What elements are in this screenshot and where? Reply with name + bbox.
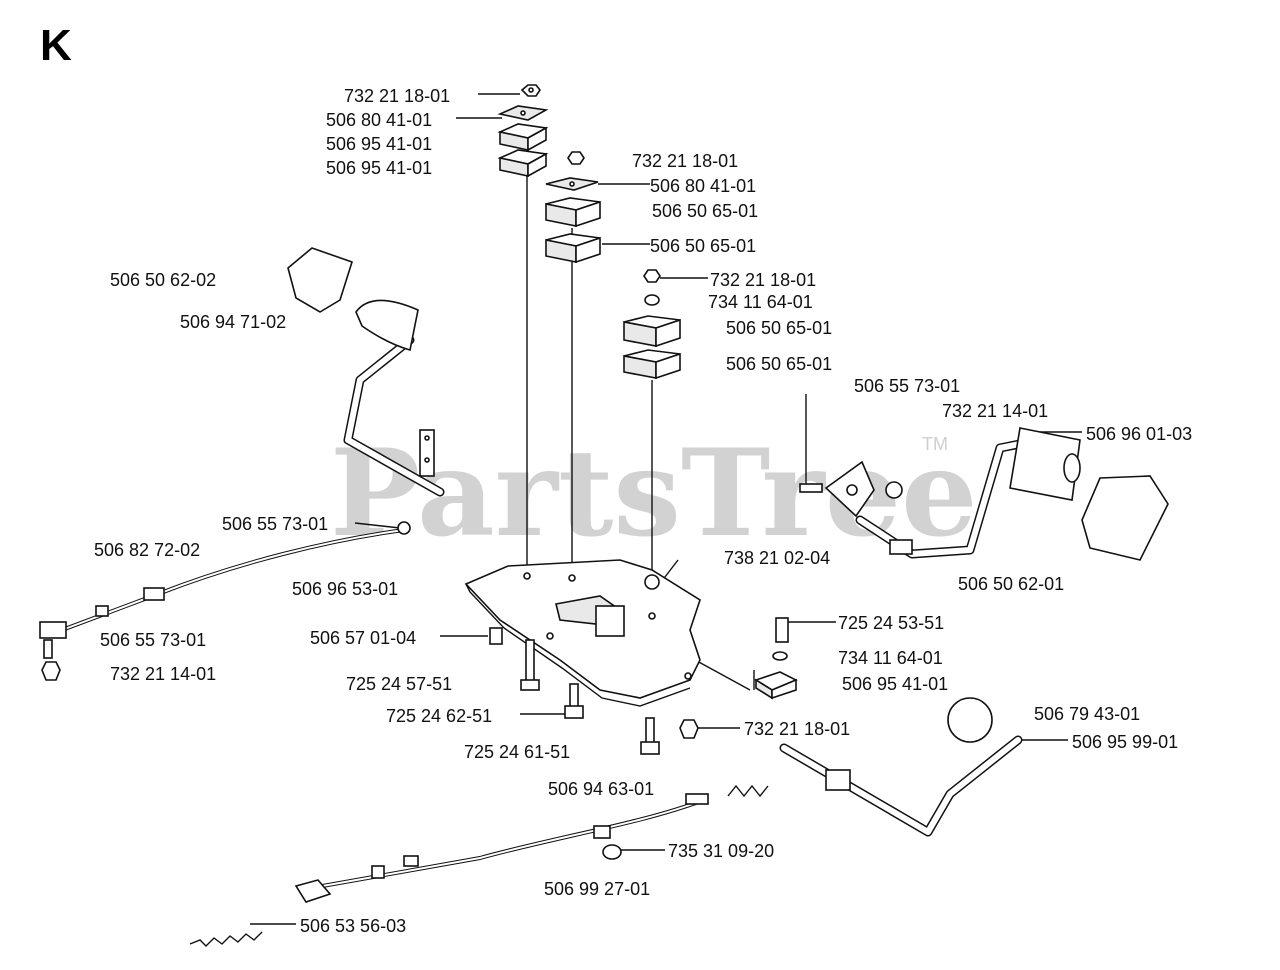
callout-label: 506 95 99-01 (1072, 732, 1178, 752)
cable-upper (39, 521, 411, 681)
callout-label: 725 24 62-51 (386, 706, 492, 726)
callout-label: 506 50 62-02 (110, 270, 216, 290)
callout-label: 732 21 18-01 (632, 151, 738, 171)
callout-label: 734 11 64-01 (708, 292, 813, 312)
callout-label: 506 96 01-03 (1086, 424, 1192, 444)
callout-label: 506 50 65-01 (726, 354, 832, 374)
bracket-right (754, 617, 798, 700)
callout-label: 506 82 72-02 (94, 540, 200, 560)
bolt-1 (520, 639, 540, 691)
callout-label: 738 21 02-04 (724, 548, 830, 568)
callout-label: 732 21 14-01 (942, 401, 1048, 421)
callout-label: 732 21 14-01 (110, 664, 216, 684)
mounting-plate (464, 559, 701, 707)
callout-label: 506 50 65-01 (652, 201, 758, 221)
callout-label: 506 96 53-01 (292, 579, 398, 599)
callout-label: 732 21 18-01 (744, 719, 850, 739)
trademark: TM (922, 434, 948, 454)
callout-label: 506 50 65-01 (726, 318, 832, 338)
callout-label: 506 79 43-01 (1034, 704, 1140, 724)
bolt-2 (564, 683, 584, 719)
nut-top-left (520, 84, 541, 97)
callout-label: 506 50 62-01 (958, 574, 1064, 594)
callout-label: 506 53 56-03 (300, 916, 406, 936)
bolt-4 (489, 627, 503, 645)
block-mid-1 (545, 197, 601, 228)
callout-label: 506 80 41-01 (650, 176, 756, 196)
cable-lower (189, 784, 769, 947)
callout-label: 506 55 73-01 (100, 630, 206, 650)
callout-label: 506 95 41-01 (326, 134, 432, 154)
right-pedal (799, 427, 1169, 561)
callout-label: 506 80 41-01 (326, 110, 432, 130)
plate-mid (545, 177, 599, 191)
bolt-3 (640, 717, 660, 755)
block-top-left-2 (497, 149, 549, 178)
callout-label: 506 94 71-02 (180, 312, 286, 332)
callout-label: 506 95 41-01 (842, 674, 948, 694)
plate-top-left (497, 105, 549, 121)
nut-under-plate (679, 719, 699, 739)
callout-label: 732 21 18-01 (344, 86, 450, 106)
callout-label: 506 57 01-04 (310, 628, 416, 648)
callout-label: 506 50 65-01 (650, 236, 756, 256)
callout-label: 506 94 63-01 (548, 779, 654, 799)
leader-lines (250, 93, 1082, 925)
callout-label: 725 24 53-51 (838, 613, 944, 633)
left-pedal (287, 247, 445, 497)
callout-label: 506 95 41-01 (326, 158, 432, 178)
callout-label: 725 24 61-51 (464, 742, 570, 762)
callout-label: 735 31 09-20 (668, 841, 774, 861)
nut-right-stack (643, 269, 661, 306)
callout-label: 506 55 73-01 (222, 514, 328, 534)
callout-labels: 732 21 18-01 506 80 41-01 506 95 41-01 5… (94, 86, 1192, 936)
callout-label: 506 55 73-01 (854, 376, 960, 396)
callout-label: 506 99 27-01 (544, 879, 650, 899)
callout-label: 734 11 64-01 (838, 648, 943, 668)
knob-lever (779, 697, 1023, 837)
nut-mid (567, 151, 585, 165)
block-right-2 (623, 349, 681, 380)
section-letter: K (40, 21, 72, 70)
callout-label: 732 21 18-01 (710, 270, 816, 290)
block-mid-2 (545, 233, 601, 264)
callout-label: 725 24 57-51 (346, 674, 452, 694)
block-right-1 (623, 315, 681, 348)
block-top-left-1 (497, 123, 549, 152)
